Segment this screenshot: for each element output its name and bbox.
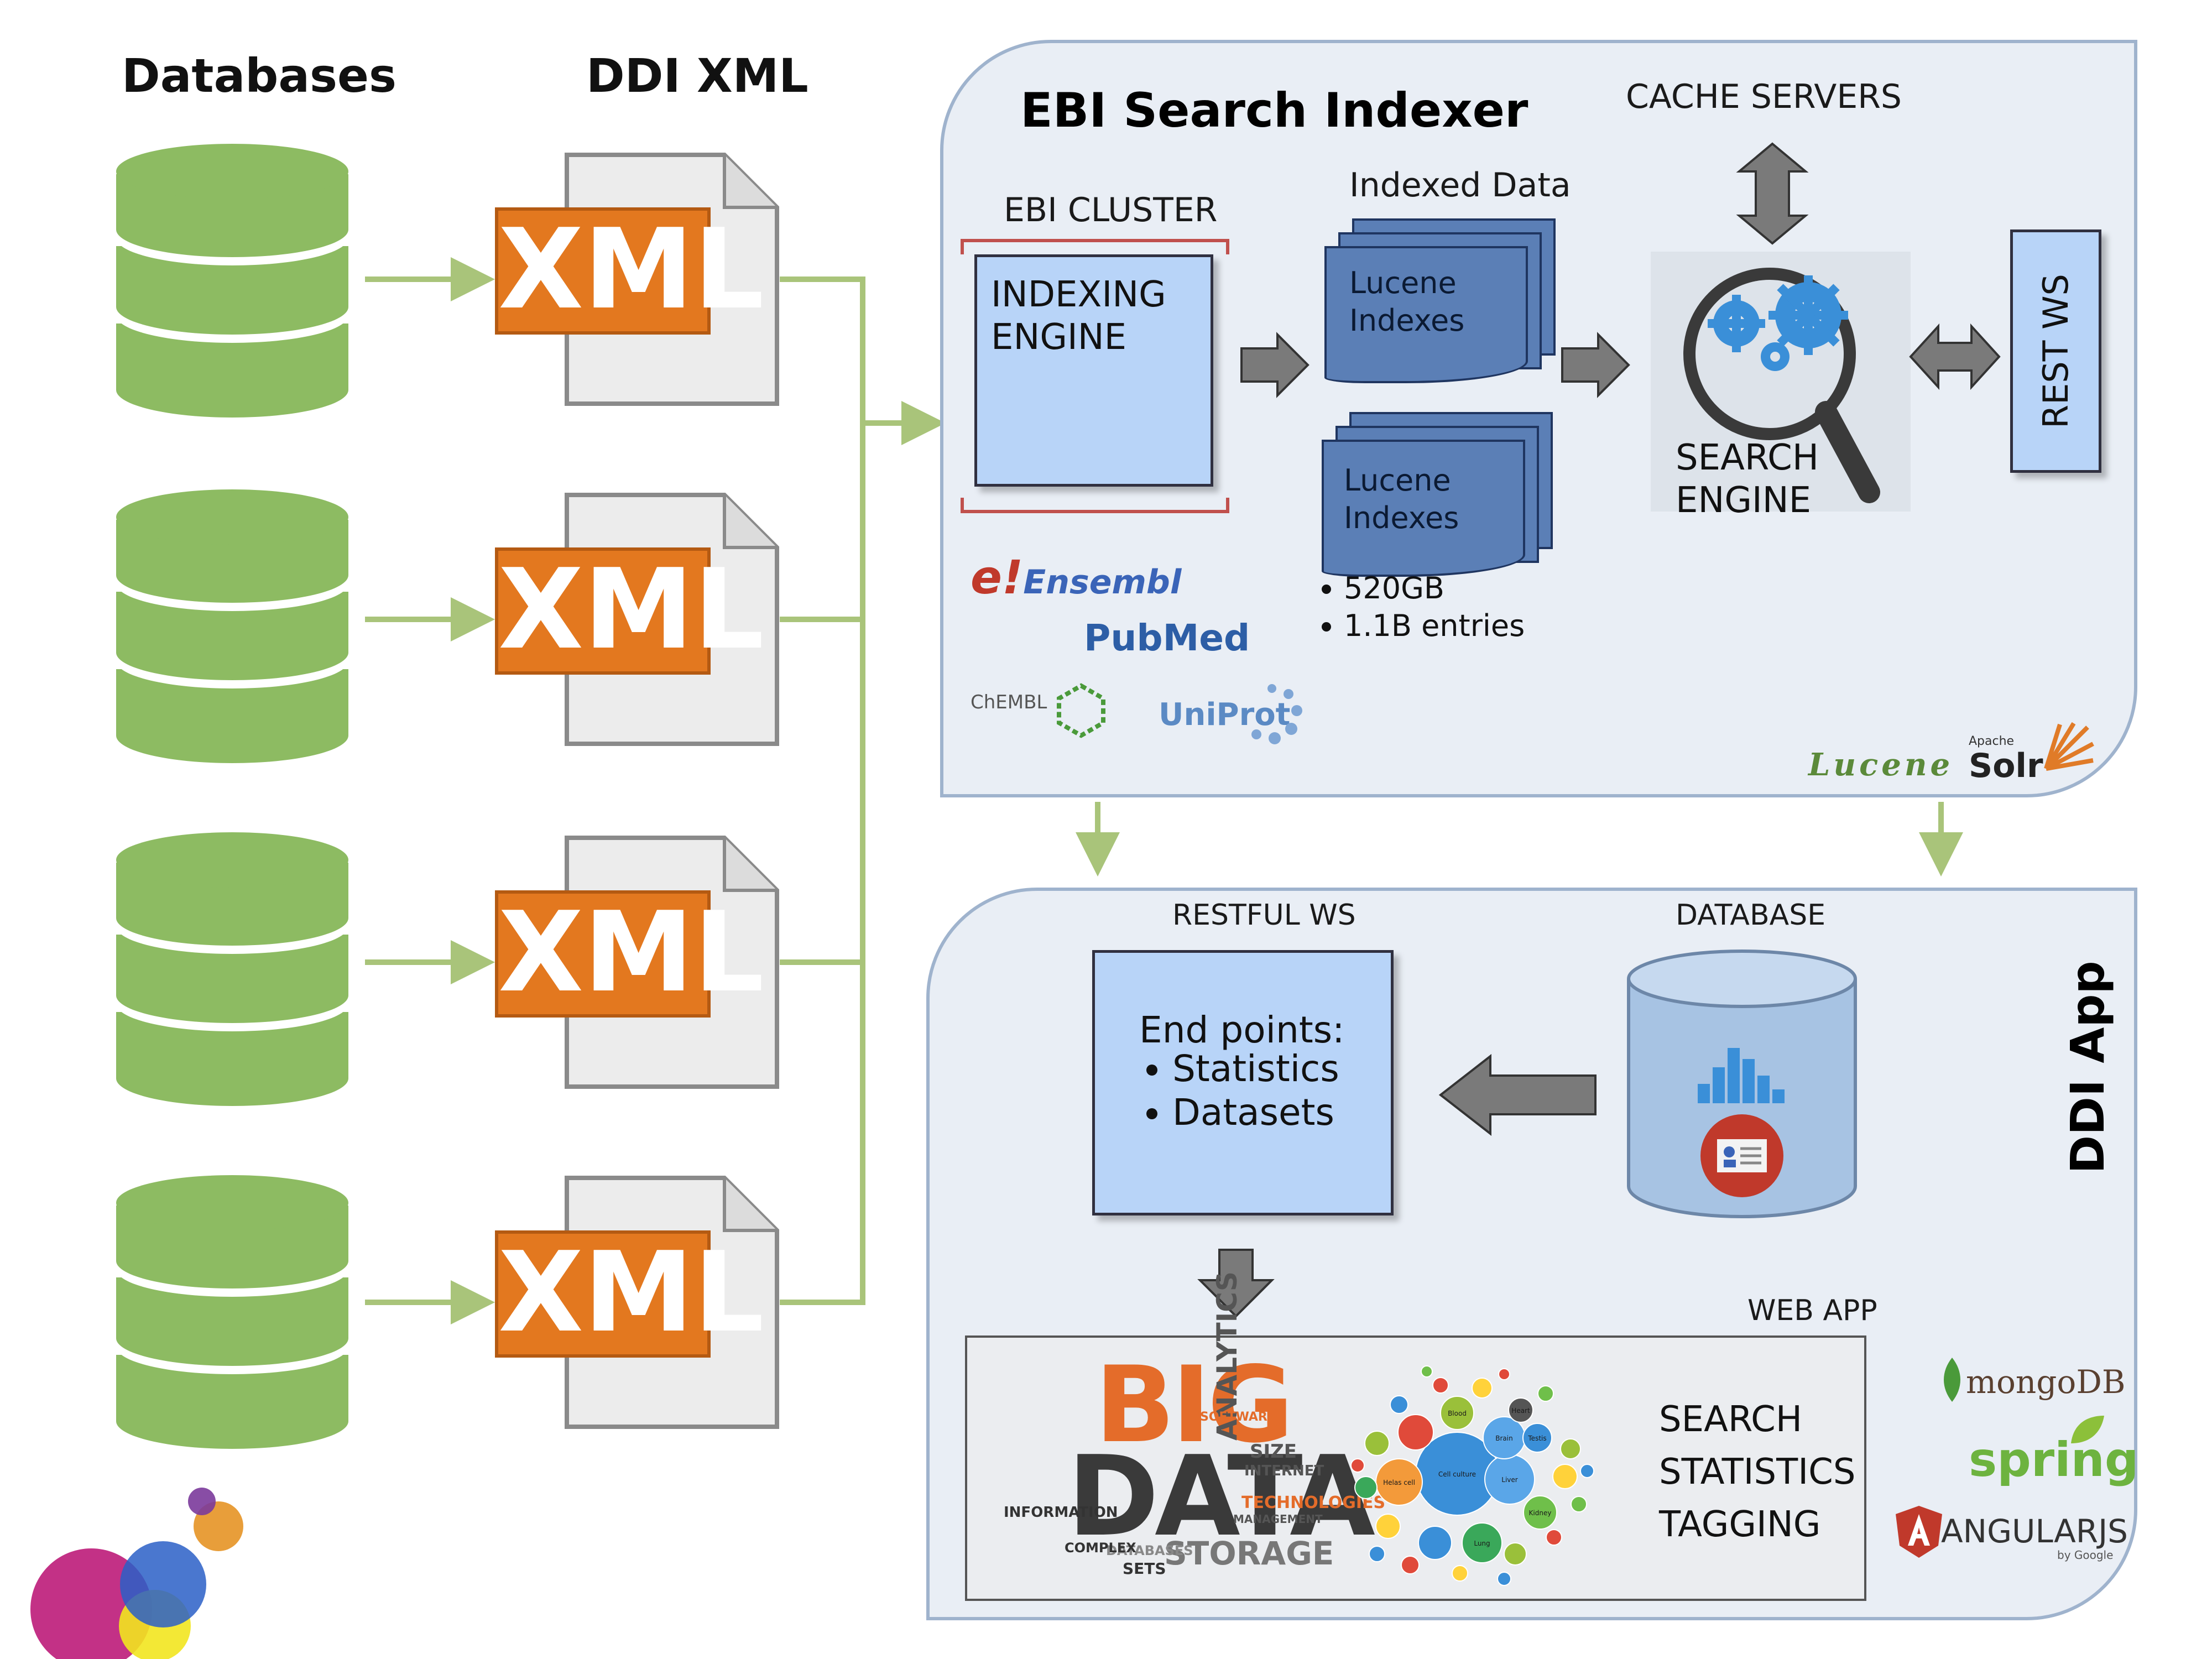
word-internet: INTERNET bbox=[1244, 1463, 1324, 1479]
arrow-right-icon bbox=[1561, 332, 1630, 398]
ebi-cluster-label: EBI CLUSTER bbox=[1004, 191, 1218, 229]
big-data-word-cloud: BIG DATA ANALYTICS STORAGE TECHNOLOGIES … bbox=[973, 1271, 1385, 1593]
database-icon bbox=[116, 832, 348, 1106]
double-arrow-vertical-icon bbox=[1736, 142, 1809, 245]
chembl-logo: ChEMBL bbox=[971, 691, 1047, 713]
endpoint-statistics: Statistics bbox=[1172, 1047, 1339, 1091]
endpoints-list: Statistics Datasets bbox=[1112, 1047, 1339, 1134]
bubble-label-heart: Heart bbox=[1511, 1407, 1530, 1415]
word-size: SIZE bbox=[1250, 1441, 1297, 1463]
bubble-label-brain: Brain bbox=[1495, 1434, 1512, 1442]
database-icon bbox=[116, 1175, 348, 1449]
arrow-down-icon bbox=[1197, 1249, 1275, 1318]
database-icon bbox=[116, 144, 348, 418]
xml-label: XML bbox=[495, 207, 764, 335]
ensembl-logo: e!Ensembl bbox=[971, 550, 1181, 604]
lucene-indexes-label: Lucene Indexes bbox=[1344, 463, 1459, 535]
indexing-engine-box: INDEXING ENGINE bbox=[974, 254, 1213, 487]
word-storage: STORAGE bbox=[1164, 1535, 1334, 1572]
word-information: INFORMATION bbox=[1004, 1504, 1118, 1521]
feature-tagging: TAGGING bbox=[1659, 1504, 1821, 1545]
ddi-app-title: DDI App bbox=[2060, 961, 2115, 1174]
chembl-logo-text: ChEMBL bbox=[971, 691, 1047, 713]
bubble-label-kidney: Kidney bbox=[1529, 1509, 1552, 1517]
arrow-right-icon bbox=[1240, 332, 1310, 398]
spring-logo: spring bbox=[1969, 1432, 2139, 1488]
rest-ws-box: REST WS bbox=[2010, 229, 2101, 473]
indexing-engine-label: INDEXING ENGINE bbox=[991, 274, 1166, 358]
chembl-hexagon-icon bbox=[1057, 683, 1105, 738]
endpoint-datasets: Datasets bbox=[1172, 1091, 1339, 1134]
feature-statistics: STATISTICS bbox=[1659, 1452, 1856, 1493]
solr-sun-icon bbox=[2044, 722, 2094, 771]
omics-logo-icon bbox=[30, 1488, 243, 1659]
rest-ws-label: REST WS bbox=[2035, 274, 2076, 429]
bubble-label-helas-cell: Helas cell bbox=[1383, 1479, 1415, 1486]
uniprot-logo: UniProt bbox=[1159, 697, 1291, 733]
lucene-logo: Lucene bbox=[1808, 747, 1954, 783]
database-label: DATABASE bbox=[1676, 899, 1826, 932]
bubble-label-lung: Lung bbox=[1474, 1540, 1490, 1547]
indexer-title: EBI Search Indexer bbox=[1020, 83, 1528, 138]
lucene-sheet-front bbox=[1324, 246, 1528, 383]
double-arrow-horizontal-icon bbox=[1909, 323, 2001, 390]
cache-servers-label: CACHE SERVERS bbox=[1626, 77, 1902, 116]
bubble-label-liver: Liver bbox=[1501, 1476, 1518, 1484]
pubmed-logo: PubMed bbox=[1084, 617, 1250, 659]
spring-leaf-icon bbox=[2071, 1416, 2104, 1443]
lucene-indexes-label: Lucene Indexes bbox=[1349, 265, 1465, 338]
index-size-bullet: 520GB bbox=[1344, 570, 1525, 607]
web-app-features: SEARCH STATISTICS TAGGING bbox=[1659, 1394, 1855, 1551]
web-app-label: WEB APP bbox=[1747, 1294, 1877, 1327]
index-stats-list: 520GB 1.1B entries bbox=[1319, 570, 1525, 644]
mongodb-leaf-icon bbox=[1944, 1358, 1960, 1402]
xml-label: XML bbox=[495, 890, 764, 1018]
indexed-data-label: Indexed Data bbox=[1349, 166, 1571, 205]
index-entries-bullet: 1.1B entries bbox=[1344, 607, 1525, 645]
cluster-bracket bbox=[961, 239, 1229, 513]
word-complex: COMPLEX bbox=[1065, 1540, 1136, 1556]
tissue-bubble-chart: Cell culture Brain Liver Lung Blood Hear… bbox=[1350, 1365, 1594, 1586]
bubble-label-testis: Testis bbox=[1527, 1434, 1546, 1442]
angularjs-logo: ANGULARJS bbox=[1941, 1512, 2128, 1550]
bubble-label-blood: Blood bbox=[1448, 1410, 1467, 1417]
endpoints-title: End points: bbox=[1139, 1009, 1345, 1051]
word-big: BIG bbox=[1095, 1344, 1293, 1466]
arrow-left-icon bbox=[1438, 1053, 1597, 1136]
ensembl-mark: e! bbox=[971, 550, 1024, 604]
uniprot-dots-icon bbox=[1251, 684, 1302, 744]
database-cylinder-icon bbox=[1627, 950, 1857, 1218]
angularjs-by-google: by Google bbox=[2057, 1548, 2114, 1562]
ddi-xml-column-title: DDI XML bbox=[586, 49, 808, 103]
solr-logo: Solr bbox=[1969, 747, 2043, 785]
word-software: SOFTWARE bbox=[1200, 1410, 1276, 1424]
database-icon bbox=[116, 489, 348, 763]
xml-label: XML bbox=[495, 1230, 764, 1358]
endpoints-box: End points: Statistics Datasets bbox=[1092, 950, 1394, 1215]
word-databases: DATABASES bbox=[1106, 1543, 1193, 1558]
angular-shield-icon bbox=[1896, 1506, 1942, 1558]
apache-logo-text: Apache bbox=[1969, 734, 2015, 748]
search-engine-label: SEARCH ENGINE bbox=[1676, 437, 1819, 521]
databases-column-title: Databases bbox=[122, 49, 397, 103]
mongodb-logo: mongoDB bbox=[1966, 1363, 2126, 1401]
xml-label: XML bbox=[495, 547, 764, 675]
word-data: DATA bbox=[1067, 1432, 1375, 1561]
word-management: MANAGEMENT bbox=[1233, 1512, 1323, 1526]
restful-ws-label: RESTFUL WS bbox=[1172, 899, 1356, 932]
bubble-label-cell-culture: Cell culture bbox=[1438, 1470, 1476, 1478]
lucene-sheet-front bbox=[1322, 440, 1525, 577]
feature-search: SEARCH bbox=[1659, 1399, 1802, 1440]
word-sets: SETS bbox=[1123, 1559, 1166, 1578]
ensembl-logo-text: Ensembl bbox=[1023, 563, 1182, 602]
search-engine-icon bbox=[1683, 268, 1880, 503]
